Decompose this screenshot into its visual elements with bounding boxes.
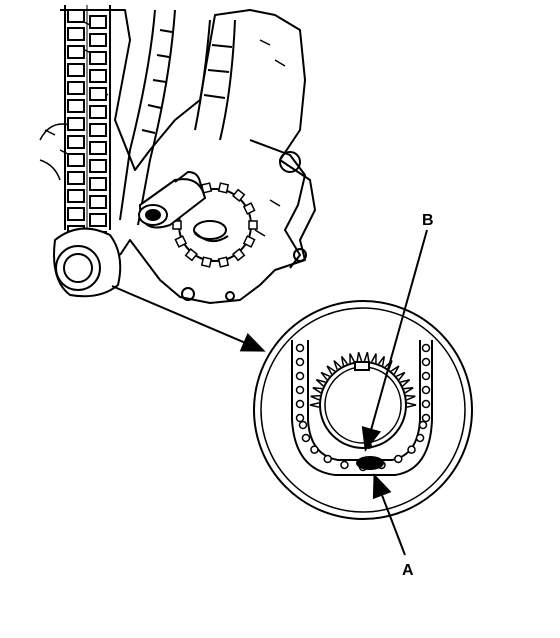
chain-link: [67, 153, 85, 167]
sprocket-tooth: [217, 182, 230, 194]
chain-link: [67, 45, 85, 59]
sprocket-tooth: [333, 360, 342, 370]
sprocket-tooth: [378, 356, 386, 366]
sprocket-tooth: [363, 351, 370, 362]
chain-link-color-mark: [356, 456, 384, 470]
sprocket-tooth: [174, 235, 188, 248]
detail-circle-inner: [260, 307, 466, 513]
chain-link: [89, 213, 107, 227]
chain-link-pin: [295, 413, 305, 423]
chain-link-pin: [407, 445, 416, 454]
oil-pump-sprocket: [172, 182, 258, 268]
sprocket-tooth: [405, 394, 416, 401]
chain-link: [89, 159, 107, 173]
chain-link-pin: [421, 343, 431, 353]
chain-link-pin: [295, 385, 305, 395]
sprocket-tooth: [370, 353, 377, 363]
sprocket-tooth: [248, 220, 258, 230]
chain-link-pin: [394, 454, 403, 464]
chain-link: [67, 27, 85, 41]
sprocket-tooth: [340, 356, 348, 366]
chain-link: [89, 87, 107, 101]
chain-link-pin: [295, 357, 305, 367]
sprocket-tooth: [403, 387, 414, 394]
sprocket-tooth: [242, 235, 256, 248]
chain-link-pin: [298, 420, 308, 430]
chain-link-pin: [415, 433, 425, 443]
sprocket-tooth: [232, 248, 246, 262]
chain-link-pin: [421, 357, 431, 367]
chain-link: [67, 9, 85, 23]
chain-guide: [119, 9, 236, 226]
sprocket-tooth: [390, 365, 400, 375]
callout-a-label: A: [402, 562, 414, 579]
sprocket-tooth: [349, 353, 356, 363]
sprocket-tooth: [406, 402, 417, 408]
sprocket-tooth: [396, 371, 406, 381]
chain-link: [67, 135, 85, 149]
chain-link: [89, 33, 107, 47]
chain-link: [67, 189, 85, 203]
sprocket-tooth: [172, 220, 182, 230]
chain-link-pin: [295, 343, 305, 353]
chain-link-pin: [421, 385, 431, 395]
chain-link: [67, 81, 85, 95]
chain-link-pin: [310, 445, 319, 454]
chain-link-pin: [421, 399, 431, 409]
chain-link-pin: [323, 454, 332, 464]
chain-link: [89, 141, 107, 155]
sprocket-tooth: [200, 256, 213, 268]
oil-pump-shaft: [138, 170, 207, 229]
timing-chain-left: [64, 5, 111, 245]
sprocket-tooth: [326, 365, 336, 375]
chain-link: [89, 51, 107, 65]
chain-link: [67, 99, 85, 113]
chain-link-pin: [301, 433, 311, 443]
sprocket-tooth: [312, 387, 323, 394]
chain-link-pin: [295, 399, 305, 409]
callout-b-leader: [361, 229, 428, 452]
chain-link: [89, 123, 107, 137]
chain-link: [67, 63, 85, 77]
chain-link: [89, 15, 107, 29]
sprocket-tooth: [320, 371, 330, 381]
chain-link: [89, 177, 107, 191]
sprocket-tooth: [217, 256, 230, 268]
chain-link: [89, 69, 107, 83]
sprocket-tooth: [309, 402, 320, 408]
sprocket-tooth: [232, 188, 246, 202]
chain-link-pin: [340, 460, 349, 470]
sprocket-tooth: [310, 394, 321, 401]
chain-link-pin: [421, 413, 431, 423]
sprocket-tooth: [184, 248, 198, 262]
crankshaft-sprocket-small: [53, 227, 122, 298]
callout-b-label: B: [422, 212, 434, 229]
chain-link: [89, 105, 107, 119]
detail-view: [253, 300, 473, 520]
sprocket-tooth: [315, 379, 326, 387]
chain-link-pin: [421, 371, 431, 381]
chain-link-pin: [295, 371, 305, 381]
detail-pointer-arrow: [111, 285, 266, 352]
chain-link-pin: [418, 420, 428, 430]
sprocket-tooth: [356, 351, 363, 362]
chain-link: [67, 171, 85, 185]
callout-a-leader: [372, 473, 406, 556]
chain-link: [67, 207, 85, 221]
chain-link: [67, 117, 85, 131]
chain-link: [89, 195, 107, 209]
sprocket-tooth: [242, 202, 256, 215]
sprocket-tooth: [400, 379, 411, 387]
